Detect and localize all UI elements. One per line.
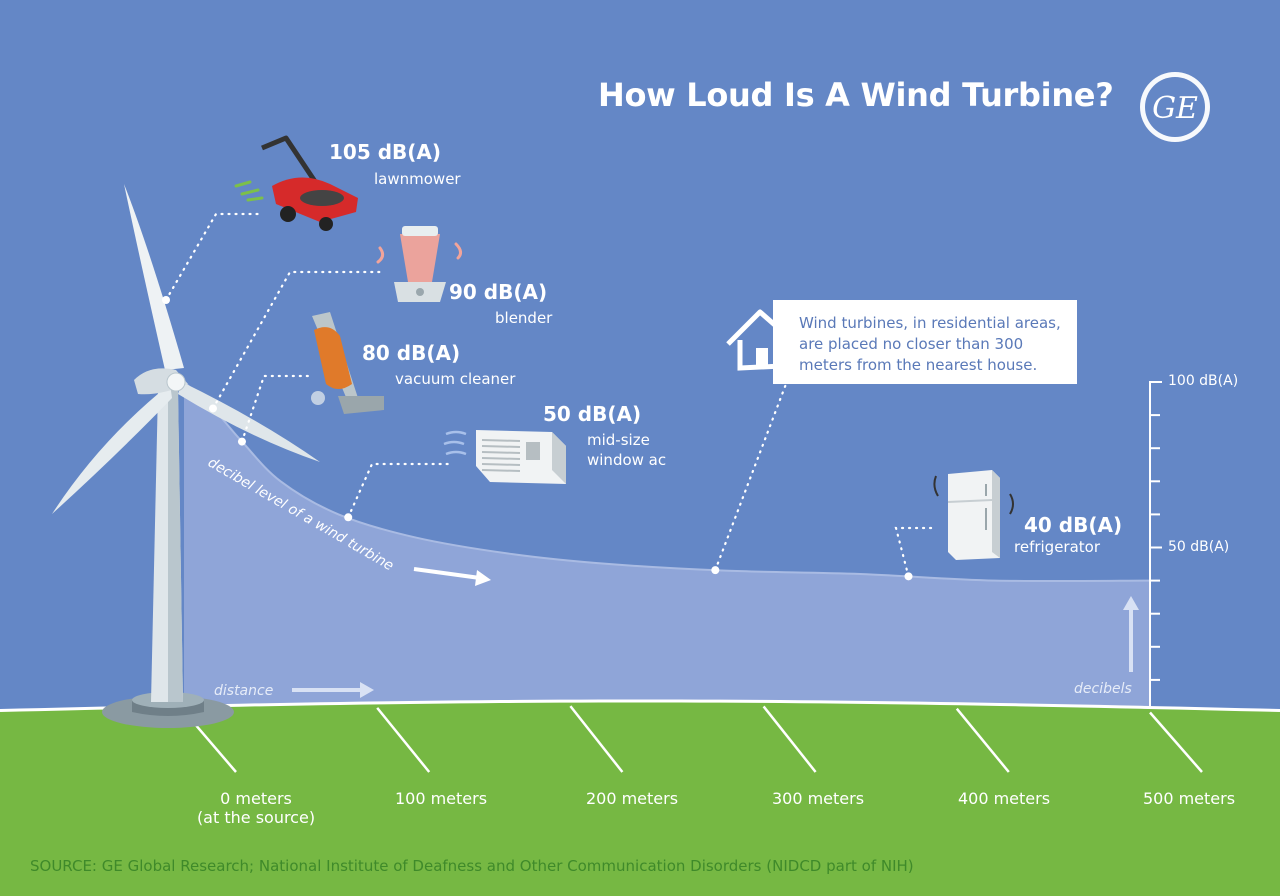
grass-clippings	[234, 180, 264, 202]
lawnmower-label: lawnmower	[374, 170, 461, 188]
decibel-area	[184, 382, 1150, 711]
lawnmower-engine	[300, 190, 344, 206]
vacuum-cleaner-db-label: 80 dB(A)	[362, 341, 461, 365]
x-tick-label-200: 200 meters	[585, 789, 679, 808]
window-ac-label: mid-size window ac	[587, 431, 667, 469]
blender-jar	[400, 234, 440, 282]
blender-leader-line	[211, 270, 386, 410]
house-door	[756, 348, 768, 366]
refrigerator-label: refrigerator	[1014, 538, 1101, 556]
blender-db-label: 90 dB(A)	[449, 280, 548, 304]
vacuum-bag	[314, 327, 352, 389]
window-ac-vent	[481, 439, 521, 442]
turbine-hub	[166, 372, 186, 392]
page-title: How Loud Is A Wind Turbine?	[598, 76, 1114, 114]
x-axis-label: distance	[214, 683, 274, 699]
window-ac-vent	[481, 463, 521, 466]
distance-tick-300	[762, 705, 817, 773]
window-ac-vent	[481, 469, 521, 472]
ge-logo: GE	[1140, 72, 1210, 142]
window-ac-db-label: 50 dB(A)	[543, 402, 642, 426]
window-ac-vent	[481, 451, 521, 454]
x-tick-label-400: 400 meters	[957, 789, 1051, 808]
refrigerator-curve-point	[904, 572, 913, 581]
vacuum-cleaner-leader-line	[240, 374, 312, 443]
vacuum-cleaner-curve-point	[237, 437, 246, 446]
lawnmower-handle	[261, 135, 321, 188]
x-axis-arrow-head	[360, 682, 374, 698]
vacuum-cleaner-label: vacuum cleaner	[395, 370, 516, 388]
ground	[0, 702, 1280, 896]
blender-icon	[376, 226, 463, 302]
blender-splashes	[376, 242, 463, 264]
decibel-curve-line	[183, 381, 1151, 583]
y-tick-label-100: 100 dB(A)	[1168, 373, 1239, 389]
curve-arrow-head	[475, 570, 491, 586]
house-curve-point	[711, 566, 720, 575]
window-ac-side	[552, 432, 566, 484]
lawnmower-db-label: 105 dB(A)	[329, 140, 442, 164]
ge-logo-disc	[1145, 77, 1205, 137]
turbine-tower-shade	[168, 390, 183, 702]
y-axis-label: decibels	[1074, 681, 1132, 697]
vacuum-cleaner-icon	[311, 312, 384, 414]
window-ac-icon	[443, 430, 566, 484]
refrigerator-db-label: 40 dB(A)	[1024, 513, 1123, 537]
window-ac-panel	[526, 442, 540, 460]
distance-tick-500	[1149, 711, 1203, 773]
distance-tick-400	[955, 707, 1010, 773]
y-tick-label-50: 50 dB(A)	[1168, 539, 1230, 555]
curve-arrow-shaft	[413, 567, 481, 580]
refrigerator-hum-lines	[933, 475, 1014, 515]
x-tick-label-100: 100 meters	[394, 789, 488, 808]
distance-tick-100	[376, 707, 431, 773]
window-ac-vent	[481, 445, 521, 448]
blender-button	[416, 288, 424, 296]
lawnmower-wheel-back	[280, 206, 296, 222]
refrigerator-side	[992, 470, 1000, 558]
turbine-blade-left	[52, 384, 172, 514]
x-tick-label-0: 0 meters(at the source)	[196, 789, 316, 827]
lawnmower-curve-point	[162, 296, 170, 304]
vacuum-dust	[311, 391, 325, 405]
turbine-blade-up	[124, 184, 184, 370]
blender-label: blender	[495, 309, 553, 327]
refrigerator-door-split	[947, 499, 993, 503]
vacuum-head	[338, 396, 384, 414]
window-ac-leader-line	[347, 462, 450, 519]
lawnmower-icon	[234, 135, 358, 231]
window-ac-curve-point	[344, 513, 353, 522]
source-note: SOURCE: GE Global Research; National Ins…	[30, 857, 914, 875]
x-tick-label-500: 500 meters	[1142, 789, 1236, 808]
x-tick-label-300: 300 meters	[771, 789, 865, 808]
cold-air-waves	[443, 430, 467, 456]
refrigerator-icon	[933, 470, 1014, 560]
house-distance-note: Wind turbines, in residential areas, are…	[773, 300, 1077, 384]
y-axis-arrow-head	[1123, 596, 1139, 610]
ge-logo-text: GE	[1152, 91, 1198, 126]
distance-tick-200	[569, 705, 624, 773]
lawnmower-wheel-front	[319, 217, 333, 231]
lawnmower-leader-line	[164, 212, 264, 302]
house-leader-line	[714, 382, 788, 572]
window-ac-vent	[481, 457, 521, 460]
blender-lid	[402, 226, 438, 236]
blender-curve-point	[208, 404, 217, 413]
refrigerator-leader-line	[894, 526, 938, 578]
